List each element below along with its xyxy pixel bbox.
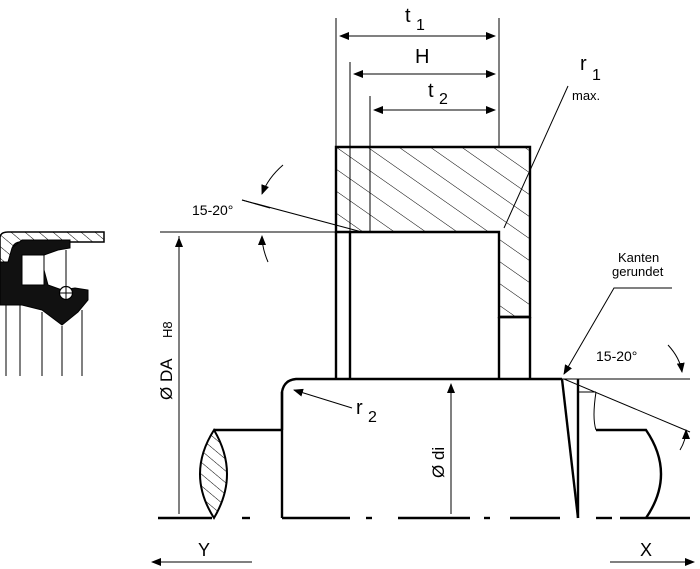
label-da-tol: H8 [160,321,175,338]
label-t2-sub: 2 [439,91,448,108]
label-kanten-2: gerundet [612,264,664,279]
radius-r2-callout: r 2 [293,388,377,426]
angle-left: 15-20° [160,164,363,263]
label-angle-right: 15-20° [596,348,637,364]
label-r1-sub: 1 [592,67,601,84]
label-t2: t [428,80,434,102]
label-dir-y: Y [198,540,210,560]
seal-profile-icon [0,231,105,376]
dimension-t2: t 2 [369,80,496,232]
dimension-h: H [349,46,496,232]
label-t1: t [405,5,411,27]
dimension-t1: t 1 [335,5,500,147]
shaft [158,377,690,520]
housing-section [334,145,532,378]
label-t1-sub: 1 [416,17,425,34]
dimension-da: Ø DA H8 [157,236,183,514]
label-r1-max: max. [572,88,600,103]
label-r2: r [356,397,363,419]
label-da: Ø DA [157,358,176,400]
direction-y: Y [151,540,252,566]
radius-r1-callout: r 1 max. [503,53,601,229]
label-di: Ø di [429,447,448,478]
label-r2-sub: 2 [368,409,377,426]
label-kanten-1: Kanten [618,250,659,265]
edge-note: Kanten gerundet [563,250,672,375]
label-angle-left: 15-20° [192,202,233,218]
label-h: H [415,46,429,68]
angle-right: 15-20° [563,344,691,451]
dimension-di: Ø di [429,383,455,514]
label-dir-x: X [640,540,652,560]
direction-x: X [610,540,695,566]
label-r1: r [580,53,587,75]
